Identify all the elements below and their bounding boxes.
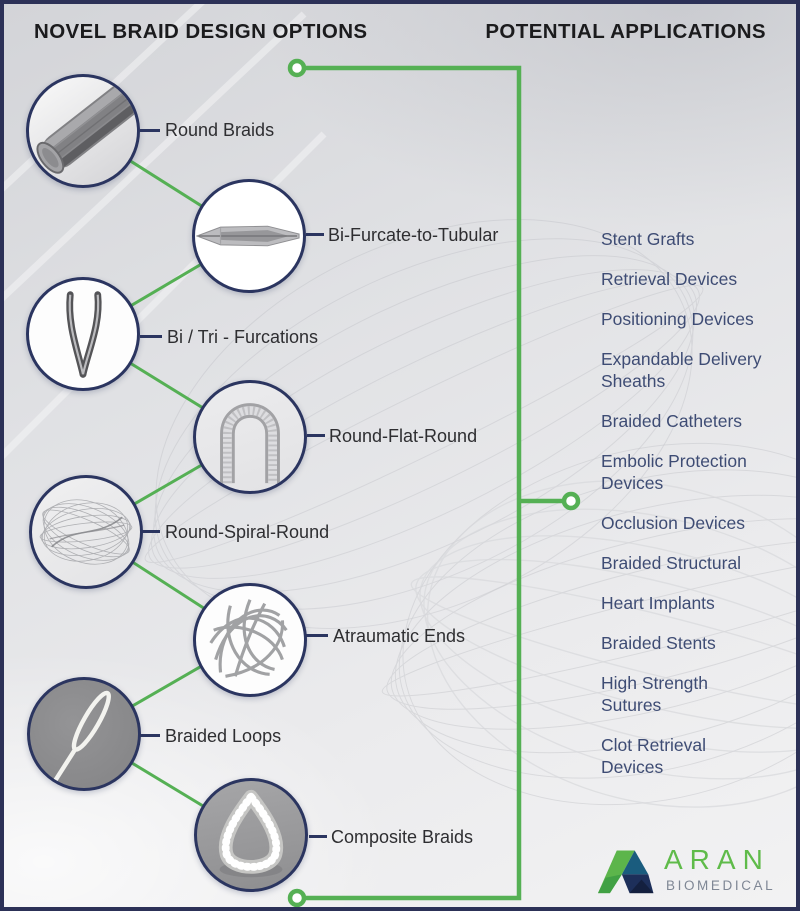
application-item: Braided Stents	[601, 633, 716, 653]
application-item: Expandable Delivery Sheaths	[601, 349, 762, 391]
application-item: Braided Catheters	[601, 411, 743, 431]
application-item: Clot Retrieval Devices	[601, 735, 707, 777]
braid-label-braided-loops: Braided Loops	[165, 726, 282, 746]
label-connector	[309, 835, 327, 838]
left-section-title: NOVEL BRAID DESIGN OPTIONS	[34, 20, 368, 43]
round-flat-round-loop-icon	[193, 380, 307, 494]
rail-node-icon	[287, 888, 307, 907]
label-connector	[306, 233, 324, 236]
application-item: Retrieval Devices	[601, 269, 738, 289]
braid-label-round-spiral-round: Round-Spiral-Round	[165, 522, 330, 542]
application-item: Embolic Protection Devices	[601, 451, 747, 493]
label-connector	[140, 335, 162, 338]
application-item: Positioning Devices	[601, 309, 754, 329]
background-mesh-pattern	[4, 4, 796, 808]
label-connector	[307, 434, 325, 437]
rail-node-icon	[287, 58, 307, 78]
braid-label-atraumatic-ends: Atraumatic Ends	[333, 626, 466, 646]
braid-label-composite-braids: Composite Braids	[331, 827, 474, 847]
label-connector	[140, 129, 160, 132]
brand-subname: BIOMEDICAL	[666, 878, 776, 893]
brand-name: ARAN	[664, 844, 770, 875]
braid-label-round-flat-round: Round-Flat-Round	[329, 426, 478, 446]
right-section-title: POTENTIAL APPLICATIONS	[485, 20, 766, 43]
braided-loop-icon	[27, 677, 141, 791]
label-connector	[140, 734, 160, 737]
label-connector	[142, 530, 160, 533]
spiral-mesh-braid-icon	[29, 475, 143, 589]
rail-node-icon	[561, 491, 581, 511]
applications-list: Stent Grafts Retrieval Devices Positioni…	[601, 228, 793, 796]
furcated-braid-icon	[26, 277, 140, 391]
atraumatic-wire-ball-icon	[193, 583, 307, 697]
braid-label-round-braids: Round Braids	[165, 120, 275, 140]
logo-mark-icon	[597, 850, 654, 894]
application-item: Braided Structural	[601, 553, 742, 573]
label-connector	[306, 634, 328, 637]
application-item: Occlusion Devices	[601, 513, 745, 533]
application-item: Stent Grafts	[601, 229, 695, 249]
braid-label-bifurcate-to-tubular: Bi-Furcate-to-Tubular	[328, 225, 499, 245]
round-braid-rod-icon	[26, 74, 140, 188]
bifurcate-to-tubular-braid-icon	[192, 179, 306, 293]
composite-braid-teardrop-icon	[194, 778, 308, 892]
application-item: High Strength Sutures	[601, 673, 709, 715]
application-item: Heart Implants	[601, 593, 715, 613]
braid-label-bi-tri-furcations: Bi / Tri - Furcations	[167, 327, 319, 347]
